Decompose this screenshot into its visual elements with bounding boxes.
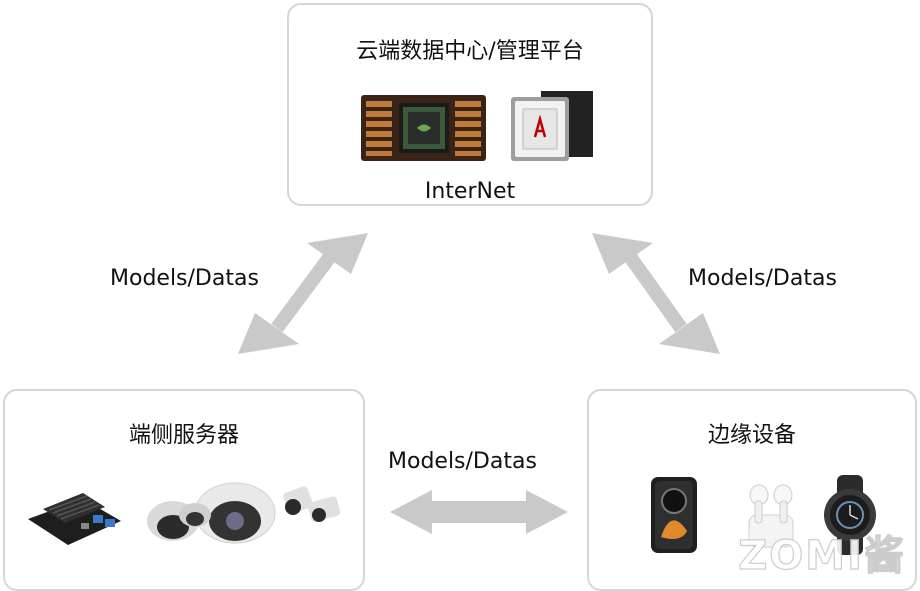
gpu-chip-image xyxy=(361,95,486,161)
arrow-cloud-server xyxy=(238,233,368,354)
cloud-title: 云端数据中心/管理平台 xyxy=(356,39,584,64)
edge-device-box: 边缘设备 xyxy=(587,389,917,591)
label-server-device: Models/Datas xyxy=(388,449,537,474)
phone-image xyxy=(651,477,697,553)
arrow-server-device xyxy=(390,490,568,534)
earbuds-image xyxy=(748,484,794,548)
security-cameras-image xyxy=(147,482,341,544)
internet-label: InterNet xyxy=(411,179,529,204)
jetson-board-image xyxy=(28,493,121,545)
edge-device-title: 边缘设备 xyxy=(707,423,796,448)
edge-server-title: 端侧服务器 xyxy=(128,423,239,448)
zomi-watermark: ZOMI酱 xyxy=(738,532,906,579)
label-cloud-server: Models/Datas xyxy=(110,266,259,291)
arrow-cloud-device xyxy=(592,233,720,354)
edge-server-box: 端侧服务器 xyxy=(3,389,365,591)
smartwatch-image xyxy=(824,475,876,555)
ascend-chip-image xyxy=(511,91,593,161)
label-cloud-device: Models/Datas xyxy=(688,266,837,291)
cloud-box: 云端数据中心/管理平台 InterNet xyxy=(287,3,653,206)
